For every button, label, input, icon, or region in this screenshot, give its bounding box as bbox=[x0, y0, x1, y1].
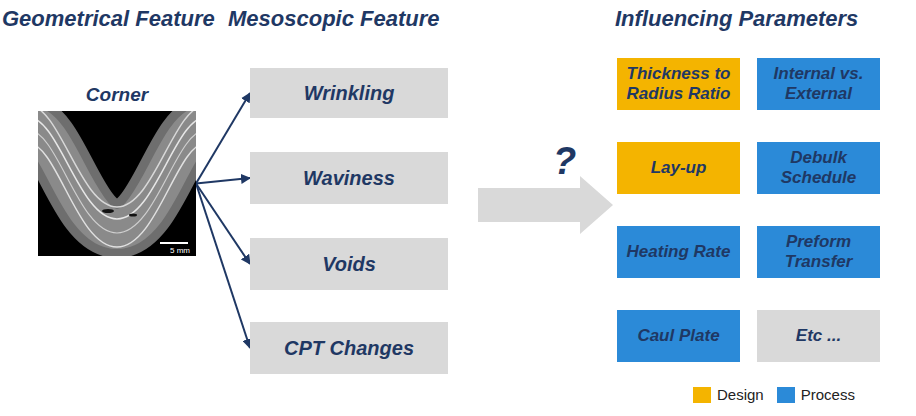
box-label: Preform Transfer bbox=[762, 232, 875, 271]
box-text-group: CPT Changes bbox=[284, 337, 414, 360]
box-text-group: Caul Plate bbox=[637, 326, 719, 346]
micrograph-image bbox=[38, 111, 196, 256]
box-text-group: Lay-up bbox=[651, 158, 707, 178]
question-mark: ? bbox=[553, 140, 576, 183]
box-text-group: Debulk Schedule bbox=[762, 148, 875, 187]
feature-box: Waviness bbox=[250, 152, 448, 204]
box-label: Wrinkling bbox=[304, 82, 395, 105]
box-label: Internal vs. External bbox=[762, 64, 875, 103]
column-header: Influencing Parameters bbox=[615, 6, 858, 32]
box-text-group: Preform Transfer bbox=[762, 232, 875, 271]
feature-box: Wrinkling bbox=[250, 68, 448, 118]
process-parameter-box: Preform Transfer bbox=[757, 226, 880, 278]
legend-swatch bbox=[777, 387, 795, 403]
box-label: Debulk Schedule bbox=[762, 148, 875, 187]
other-parameter-box: Etc ... bbox=[757, 310, 880, 362]
big-grey-arrow bbox=[478, 176, 613, 234]
feature-box: Voids bbox=[250, 238, 448, 290]
box-label: Caul Plate bbox=[637, 326, 719, 346]
box-label: Lay-up bbox=[651, 158, 707, 178]
box-text-group: Etc ... bbox=[796, 326, 841, 346]
box-label: Heating Rate bbox=[627, 242, 731, 262]
legend-swatch bbox=[693, 387, 711, 403]
figure-heading: Corner bbox=[38, 84, 196, 111]
box-text-group: Thickness to Radius Ratio bbox=[622, 64, 735, 103]
legend: Design Process bbox=[693, 386, 868, 403]
scale-label: 5 mm bbox=[170, 246, 190, 255]
column-header: Mesoscopic Feature bbox=[228, 6, 440, 32]
box-text-group: Heating Rate bbox=[627, 242, 731, 262]
process-parameter-box: Heating Rate bbox=[617, 226, 740, 278]
box-text-group: Wrinkling bbox=[304, 82, 395, 105]
arrow-connector bbox=[196, 184, 250, 349]
box-label: Waviness bbox=[303, 167, 395, 190]
box-text-group: Internal vs. External bbox=[762, 64, 875, 103]
box-label: CPT Changes bbox=[284, 337, 414, 360]
micrograph-node: Corner 5 mm bbox=[38, 84, 196, 256]
legend-text: Process bbox=[801, 386, 855, 403]
box-label: Thickness to Radius Ratio bbox=[622, 64, 735, 103]
arrow-connector bbox=[196, 178, 250, 184]
design-parameter-box: Thickness to Radius Ratio bbox=[617, 58, 740, 110]
box-text-group: Waviness bbox=[303, 167, 395, 190]
micrograph-frame: 5 mm bbox=[38, 111, 196, 256]
legend-text: Design bbox=[717, 386, 764, 403]
process-parameter-box: Internal vs. External bbox=[757, 58, 880, 110]
column-header: Geometrical Feature bbox=[2, 6, 215, 32]
box-text-group: Voids bbox=[322, 253, 376, 276]
box-label: Voids bbox=[322, 253, 376, 276]
design-parameter-box: Lay-up bbox=[617, 142, 740, 194]
process-parameter-box: Caul Plate bbox=[617, 310, 740, 362]
feature-box: CPT Changes bbox=[250, 322, 448, 374]
box-label: Etc ... bbox=[796, 326, 841, 346]
process-parameter-box: Debulk Schedule bbox=[757, 142, 880, 194]
arrow-connector bbox=[196, 93, 250, 184]
arrow-connector bbox=[196, 184, 250, 265]
